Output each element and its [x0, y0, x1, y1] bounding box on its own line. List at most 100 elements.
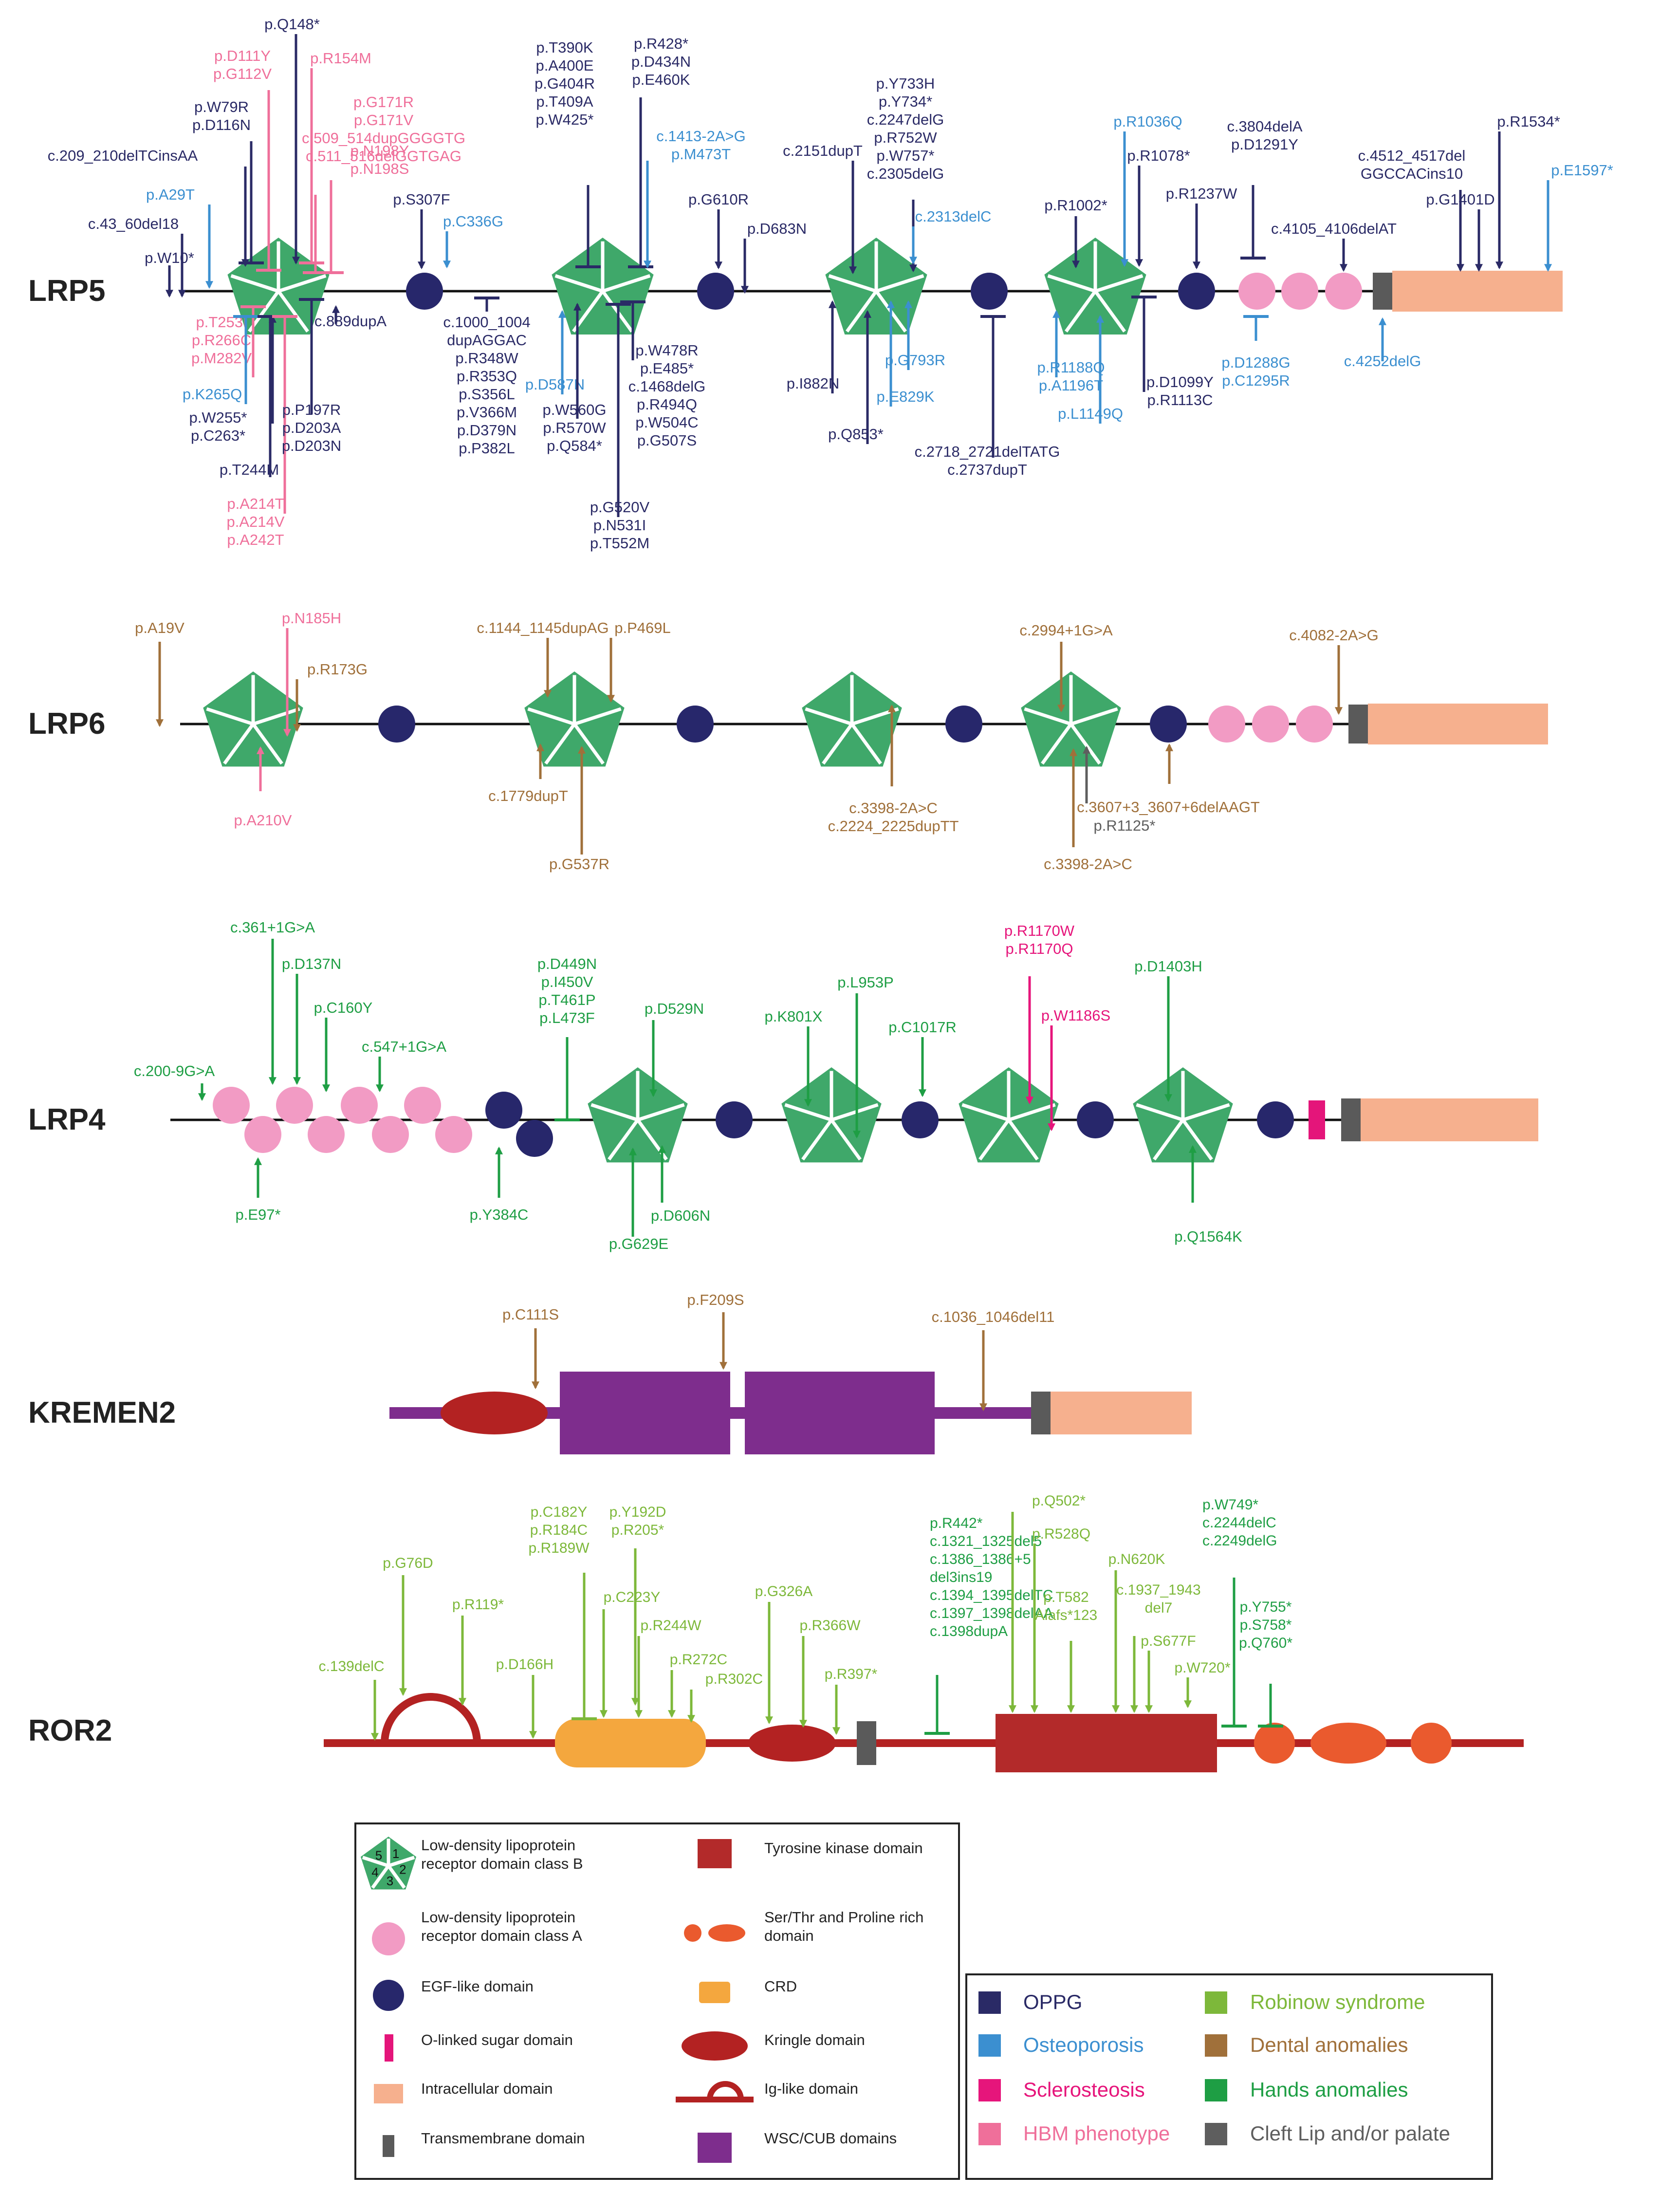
mutation-label: p.R173G — [307, 661, 368, 678]
mutation-label: c.1144_1145dupAG — [477, 619, 609, 636]
mutation-truncation-marker — [628, 97, 653, 268]
mutation-truncation-marker — [240, 305, 266, 377]
mutation-label: p.Y755*p.S758*p.Q760* — [1239, 1599, 1292, 1651]
legend-swatch-oppg — [978, 1991, 1001, 2014]
mutation-lrp4-below-3: p.D606N — [651, 1145, 710, 1224]
legend-label-intracellular: Intracellular domain — [421, 2080, 553, 2097]
wsc-domain — [560, 1372, 730, 1454]
pentagon-divider — [223, 723, 255, 765]
mutation-lrp4-above-9: p.C1017R — [888, 1019, 957, 1097]
mutation-ror2-above-0: c.139delC — [318, 1658, 385, 1741]
mutation-label: c.2994+1G>A — [1019, 622, 1113, 639]
mutation-lrp5-above-16: p.D683N — [740, 220, 807, 294]
mutation-truncation-marker — [258, 315, 283, 477]
ldlr-class-b-1 — [203, 671, 303, 767]
ldlr-class-b-4 — [1133, 1067, 1233, 1163]
pentagon-divider — [590, 1103, 639, 1122]
gene-name-lrp4: LRP4 — [28, 1103, 106, 1136]
legend-swatch-osteoporosis — [978, 2034, 1001, 2057]
mutation-ror2-above-9: p.R302C — [687, 1671, 763, 1723]
mutation-lrp5-below-14: p.G793R — [885, 300, 945, 370]
mutation-lrp5-below-6: c.889dupA — [314, 305, 387, 330]
mutation-label: c.1036_1046del11 — [932, 1308, 1055, 1325]
pentagon-divider — [277, 290, 309, 333]
gene-name-ror2: ROR2 — [28, 1714, 112, 1747]
mutation-label: p.D587N — [525, 376, 585, 393]
legend-swatch-cleft — [1205, 2123, 1227, 2145]
mutation-label: p.G793R — [885, 352, 945, 369]
mutation-ror2-above-6: p.C223Y — [599, 1589, 661, 1718]
mutation-label: p.K265Q — [183, 386, 242, 403]
mutation-ror2-above-19: p.S677F — [1141, 1633, 1196, 1713]
mutation-lrp5-below-8: p.D587N — [525, 310, 585, 394]
ldlr-class-a-1 — [213, 1087, 250, 1124]
pentagon-divider — [277, 274, 327, 293]
mutation-lrp4-above-12: p.D1403H — [1134, 958, 1202, 1102]
ldlr-class-b-1 — [588, 1067, 688, 1163]
mutation-label: p.C223Y — [604, 1589, 661, 1605]
legend-label-ig: Ig-like domain — [764, 2080, 858, 2097]
legend-swatch-robinow — [1205, 1991, 1227, 2014]
mutation-lrp5-above-11: p.C336G — [443, 213, 503, 269]
mutation-label: c.139delC — [318, 1658, 384, 1674]
transmembrane-domain — [1341, 1098, 1361, 1141]
legend-swatch-hands — [1205, 2079, 1227, 2101]
pentagon-divider — [362, 1856, 389, 1868]
mutation-truncation-marker — [1240, 185, 1266, 260]
mutation-lrp4-below-4: p.Q1564K — [1174, 1145, 1242, 1245]
mutation-truncation-marker — [1221, 1578, 1247, 1728]
ldlr-class-a-6 — [372, 1116, 409, 1153]
mutation-label: c.889dupA — [314, 313, 387, 330]
mutation-ror2-above-22: p.Y755*p.S758*p.Q760* — [1239, 1599, 1292, 1728]
mutation-label: c.4082-2A>G — [1289, 627, 1379, 644]
mutation-label: p.K801X — [765, 1008, 823, 1025]
kringle-domain — [748, 1725, 836, 1762]
ldlr-class-a-2 — [244, 1116, 281, 1153]
mutation-label: p.C1017R — [888, 1019, 957, 1036]
intracellular-domain — [1392, 271, 1563, 312]
ig-like-domain — [381, 1693, 481, 1744]
pentagon-divider — [828, 274, 877, 293]
legend-ig-arc — [707, 2081, 744, 2100]
pentagon-divider — [1041, 723, 1072, 765]
legend-label-wsc: WSC/CUB domains — [764, 2130, 897, 2147]
ldlr-class-a-3 — [1325, 273, 1362, 310]
mutation-label: p.A19V — [135, 619, 184, 636]
mutation-label: c.3607+3_3607+6delAAGT — [1077, 799, 1260, 816]
ldlr-class-a-7 — [404, 1087, 441, 1124]
o-linked-sugar-domain — [1309, 1100, 1325, 1139]
legend-phenotype-oppg: OPPG — [1023, 1990, 1082, 2013]
ldlr-class-b-3 — [825, 238, 927, 335]
legend-pentagon-number: 2 — [399, 1862, 406, 1877]
legend-phenotype-cleft: Cleft Lip and/or palate — [1250, 2122, 1450, 2145]
mutation-lrp4-below-0: p.E97* — [235, 1157, 281, 1223]
mutation-lrp5-below-18: p.L1149Q — [1058, 315, 1123, 424]
mutation-label: p.L953P — [837, 974, 894, 991]
mutation-lrp4-above-6: p.D529N — [645, 1000, 704, 1097]
mutation-label: p.G537R — [549, 855, 609, 873]
pentagon-divider — [1153, 1118, 1184, 1161]
egf-domain-1 — [406, 273, 443, 310]
mutation-truncation-marker — [272, 315, 297, 514]
